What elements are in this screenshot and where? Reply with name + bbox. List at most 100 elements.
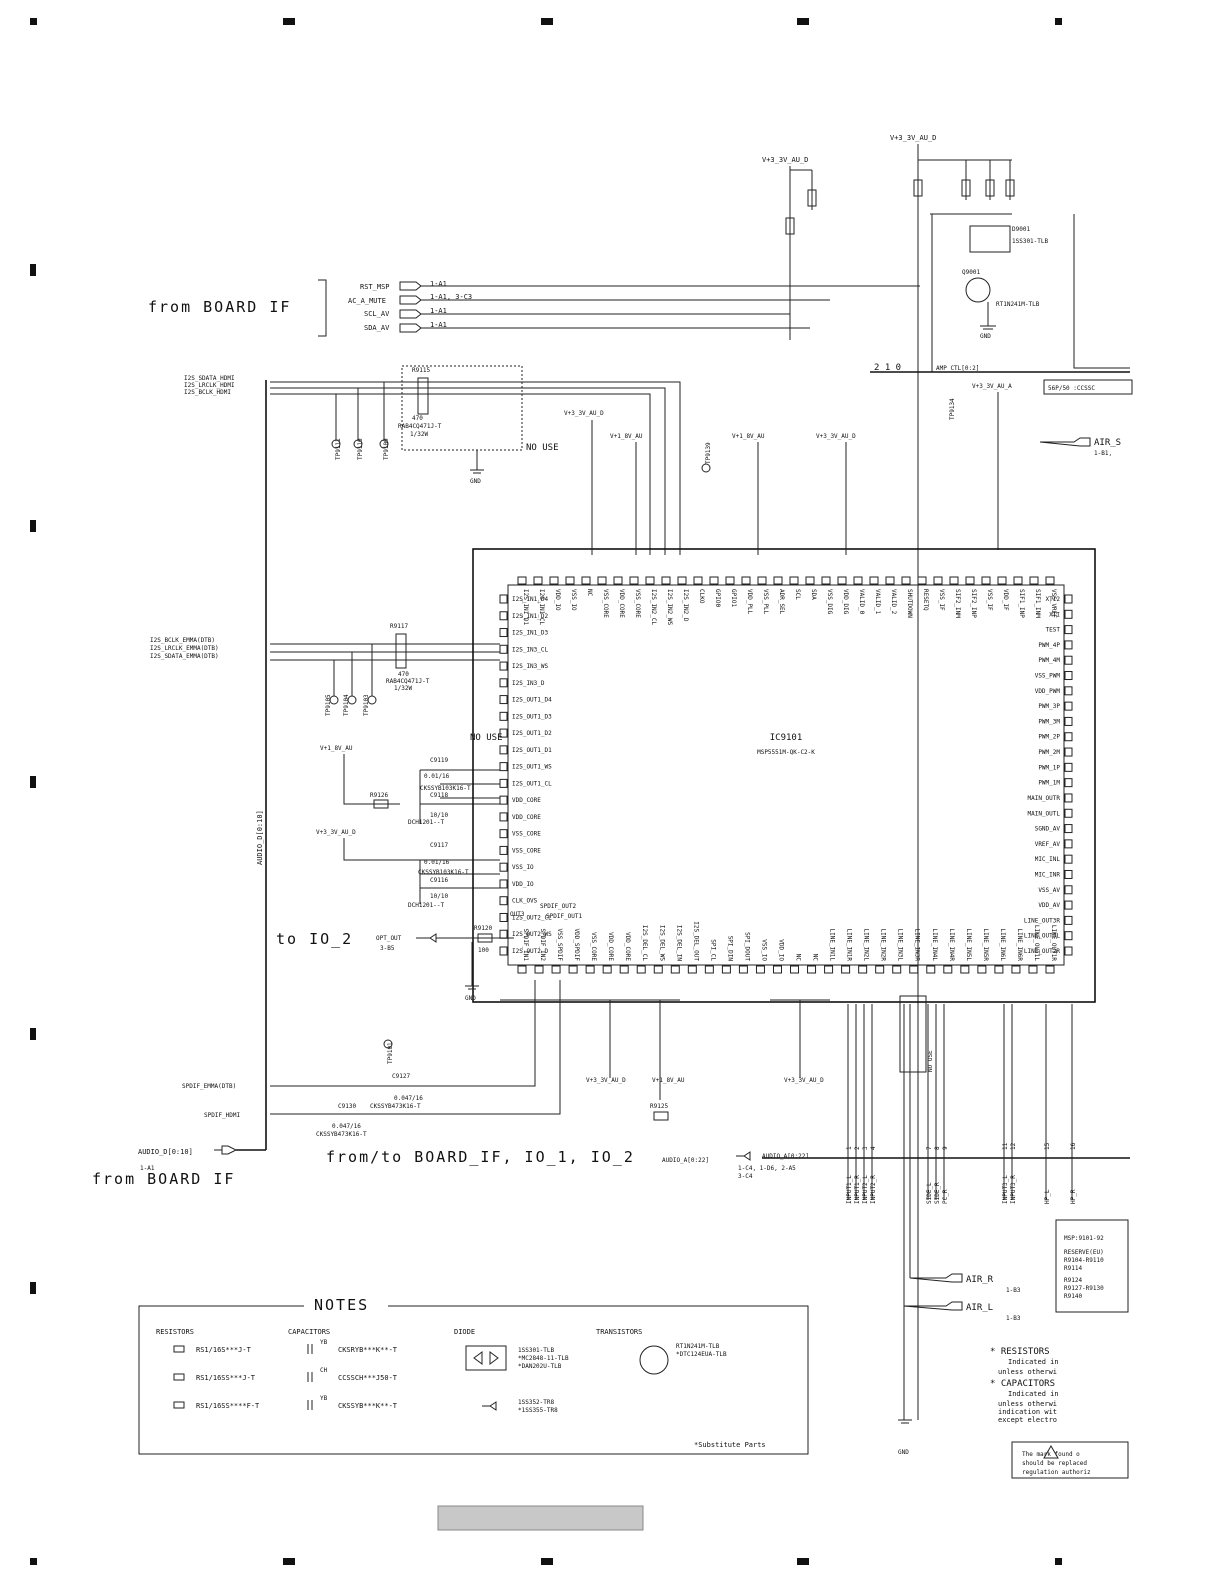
i2s-emma-bclk: I2S_BCLK_EMMA(DTB) <box>150 637 215 644</box>
ic-pin-label: VSS_DIG <box>826 589 833 615</box>
ic-pin <box>613 576 623 585</box>
conn-56p-box <box>1043 379 1133 395</box>
spdif-out2-note: SPDIF_OUT2 <box>540 903 577 910</box>
to-io2-label: to IO_2 <box>276 930 353 948</box>
r9125: R9125 <box>650 1103 668 1110</box>
ic-pin <box>677 576 687 585</box>
c9118-val: 10/10 <box>430 812 448 819</box>
i2s-hdmi-group: I2S_SDATA_HDMI I2S_LRCLK_HDMI I2S_BCLK_H… <box>184 365 681 1150</box>
gnd-symbol-1 <box>470 450 484 474</box>
audio-a-port <box>736 1151 751 1161</box>
bottom-signal-label: SIDE_L <box>926 1182 933 1204</box>
audio-a-bus-label-2: AUDIO_A[0:22] <box>762 1153 809 1160</box>
ic-pin <box>1064 686 1073 696</box>
msp-r5: R9140 <box>1064 1293 1082 1300</box>
r9115-val: 470 <box>412 415 423 422</box>
ic-pin-label: VDD_PLL <box>746 589 753 615</box>
ic-pin-label: LINE_OUT3R <box>1024 917 1061 924</box>
ic-pin <box>499 946 508 956</box>
ic-pin <box>499 661 508 671</box>
ic-pin-label: VSS_IF <box>938 589 945 611</box>
tp9109: TP9109 <box>383 438 390 460</box>
c9119: C9119 <box>430 757 448 764</box>
c9117-part: CKSSYB103K16-T <box>418 869 469 876</box>
ic-pin <box>517 965 527 974</box>
ic-pin <box>757 576 767 585</box>
ic-pin <box>693 576 703 585</box>
ic-pin <box>499 695 508 705</box>
bottom-signal-label: INPUT3_L <box>1002 1175 1009 1204</box>
air-s-label: AIR_S <box>1094 438 1121 448</box>
i2s-emma-lrclk: I2S_LRCLK_EMMA(DTB) <box>150 645 219 652</box>
audio-d-bus-label: AUDIO_D[0:10] <box>138 1148 193 1156</box>
c9130-val: 0.047/16 <box>332 1123 361 1130</box>
no-use-1: NO USE <box>526 443 559 453</box>
i2s-emma-wires <box>270 643 500 661</box>
ic-pin-label: I2S_IN1_CL <box>538 589 545 626</box>
ic-pin-label: I2S_OUT1_WS <box>512 764 552 771</box>
ic-pin-label: VDD_CORE <box>624 932 631 961</box>
control-signal-group: RST_MSP 1-A1 AC_A_MUTE 1-A1, 3-C3 SCL_AV… <box>348 280 920 333</box>
ic-pin <box>499 795 508 805</box>
q9001-gnd <box>980 302 996 330</box>
ic-pin <box>619 965 629 974</box>
c9116-part: DCH1201--T <box>408 902 445 909</box>
bottom-signal-num: 7 <box>926 1146 933 1150</box>
bottom-signal-list: INPUT1_L1INPUT1_R2INPUT2_L3INPUT2_R4SIDE… <box>846 1004 1077 1204</box>
ic-pin-label: SDA <box>810 589 817 600</box>
ic-pin-label: VDD_IF <box>1002 589 1009 611</box>
ic-pin-label: PWM_4P <box>1038 642 1060 649</box>
ic-pin <box>965 576 975 585</box>
ic-pin-label: CLKO <box>698 589 705 604</box>
r9117-body <box>395 633 407 669</box>
ic-pin <box>805 576 815 585</box>
ic-pin <box>568 965 578 974</box>
ic-pin <box>741 576 751 585</box>
ic-pin <box>499 762 508 772</box>
ic-pin-label: I2S_IN1_D3 <box>512 630 549 637</box>
ic-pin-label: LINE_IN1R <box>846 928 853 961</box>
v33-left-wires <box>343 838 500 904</box>
ic-pin-label: LINE_IN6L <box>999 928 1006 961</box>
ic-pin-label: VSS_AV <box>1038 887 1060 894</box>
gnd-label-1: GND <box>470 478 481 485</box>
bottom-signal-label: INPUT2_L <box>862 1175 869 1204</box>
ic-pin-label: SPI_CL <box>709 939 716 961</box>
c9118-part: DCH1201--T <box>408 819 445 826</box>
rst-msp-ref: 1-A1 <box>430 280 447 288</box>
ic-pin-label: PWM_3M <box>1038 718 1060 725</box>
resistor-icon <box>173 1345 185 1353</box>
bottom-signal-label: HP_R <box>1070 1189 1077 1204</box>
lower-wires <box>500 999 830 1100</box>
ic-pin <box>499 829 508 839</box>
air-l-ref: 1-B3 <box>1006 1315 1021 1322</box>
v33-top2: V+3_3V_AU_D <box>816 433 856 440</box>
ic-pin <box>1011 965 1021 974</box>
r9115-w: 1/32W <box>410 431 428 438</box>
tp9139: TP9139 <box>705 442 712 464</box>
ic-pin <box>499 929 508 939</box>
bottom-signal-label: INPUT1_R <box>854 1175 861 1204</box>
amp-ctl-label: AMP CTL[0:2] <box>936 365 979 372</box>
ic-pin <box>837 576 847 585</box>
notes-resistors-hdr: RESISTORS <box>156 1328 194 1336</box>
ic-pin-label: NC <box>795 954 802 962</box>
ic-pin <box>551 965 561 974</box>
ic-pin <box>499 611 508 621</box>
ic-pin <box>789 576 799 585</box>
i2s-hdmi-bclk: I2S_BCLK_HDMI <box>184 389 231 396</box>
spdif-wires <box>270 980 561 1115</box>
air-s-ref: 1-B1, <box>1094 450 1112 457</box>
ic-pin-label: I2S_IN3_CL <box>512 646 549 653</box>
ic-pin-label: GPIO1 <box>730 589 737 607</box>
warn-l2: should be replaced <box>1022 1460 1087 1467</box>
ic-pin-label: SIF2_INM <box>954 589 961 618</box>
ic-pin <box>1064 854 1073 864</box>
tp-hdmi: TP9111 TP9110 TP9109 <box>331 382 390 460</box>
notes-cap-2: CCSSCH***J50-T <box>338 1374 398 1382</box>
r9117-w: 1/32W <box>394 685 412 692</box>
ic-pin <box>1045 576 1055 585</box>
r9115-ref: R9115 <box>412 367 430 374</box>
ic-pin <box>1064 655 1073 665</box>
audio-a-bus-label: AUDIO_A[0:22] <box>662 1157 709 1164</box>
